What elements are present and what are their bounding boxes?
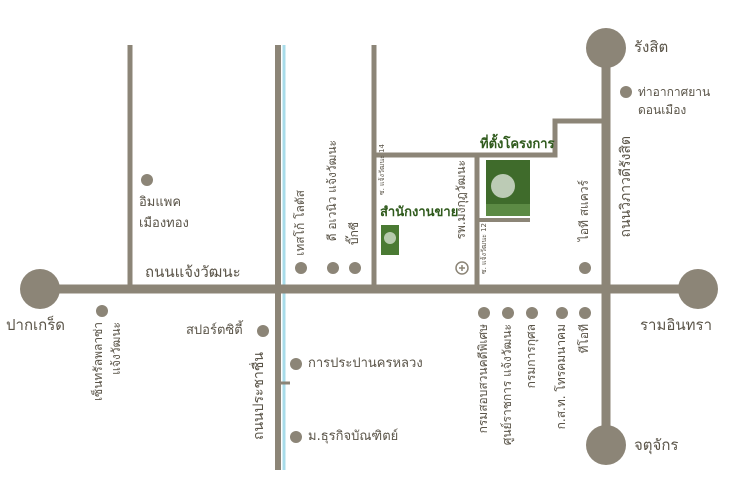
ram-inthra-label: รามอินทรา <box>640 316 712 334</box>
govt-center-label: ศูนย์ราชการ แจ้งวัฒนะ <box>500 324 514 446</box>
sport-city-label: สปอร์ตซิตี้ <box>186 323 243 338</box>
impact-dot <box>141 174 153 186</box>
tot-dot <box>556 307 568 319</box>
vibhavadi-road-label: ถนนวิภาวดีรังสิต <box>618 136 634 238</box>
don-mueang-label-1: ท่าอากาศยาน <box>638 85 711 99</box>
pak-kret-marker <box>20 269 60 309</box>
hospital-icon <box>455 261 469 275</box>
road-connector <box>374 118 606 158</box>
don-mueang-label-2: ดอนเมือง <box>638 103 687 117</box>
tot-label: ก.ส.ท. โทรคมนาคม <box>554 324 568 430</box>
hospital-label: รพ.มงกุฎวัฒนะ <box>454 160 468 240</box>
rangsit-label: รังสิต <box>634 38 669 56</box>
tesco-label: เทสโก้ โลตัส <box>293 190 307 256</box>
don-mueang-dot <box>620 86 632 98</box>
project-site-base <box>486 204 530 216</box>
chatuchak-label: จตุจักร <box>634 436 679 454</box>
big-c-label: บิ๊กซี <box>347 222 361 246</box>
govt-center-dot <box>502 307 514 319</box>
tot2-dot <box>579 307 591 319</box>
dpu-dot <box>290 431 302 443</box>
it-square-label: ไอที สแควร์ <box>577 180 591 242</box>
pea-dot <box>290 358 302 370</box>
tot2-label: ทีโอที <box>577 324 591 354</box>
dsi-dot <box>478 307 490 319</box>
project-site-highlight <box>491 174 515 198</box>
d-avenue-label: ดี อเวนิว แจ้งวัฒนะ <box>325 140 339 242</box>
impact-label-1: อิมแพค <box>139 195 182 210</box>
sales-office-label: สำนักงานขาย <box>380 205 459 220</box>
tesco-dot <box>295 262 307 274</box>
sport-city-dot <box>257 325 269 337</box>
big-c-dot <box>349 262 361 274</box>
chaeng-watthana-road-label: ถนนแจ้งวัฒนะ <box>145 263 241 281</box>
rangsit-marker <box>586 28 626 68</box>
pea-label: การประปานครหลวง <box>308 356 423 371</box>
ram-inthra-marker <box>678 269 718 309</box>
prachachuen-road-label: ถนนประชาชื่น <box>251 352 267 440</box>
soi12-label: ซ. แจ้งวัฒนะ 12 <box>480 223 488 275</box>
krungthai-dot <box>526 307 538 319</box>
central-dot <box>96 305 108 317</box>
chatuchak-marker <box>586 425 626 465</box>
central-label-1: เซ็นทรัลพลาซ่า <box>91 322 105 402</box>
it-square-dot <box>579 262 591 274</box>
soi14-label: ซ. แจ้งวัฒนะ 14 <box>378 144 386 196</box>
d-avenue-dot <box>327 262 339 274</box>
dpu-label: ม.ธุรกิจบัณฑิตย์ <box>308 429 399 444</box>
impact-label-2: เมืองทอง <box>139 216 189 231</box>
sales-office-highlight <box>384 232 396 244</box>
central-label-2: แจ้งวัฒนะ <box>109 322 123 375</box>
dsi-label: กรมสอบสวนคดีพิเศษ <box>476 324 490 434</box>
project-site-label: ที่ตั้งโครงการ <box>480 137 555 152</box>
krungthai-label: กรมการกุศล <box>524 324 538 389</box>
pak-kret-label: ปากเกร็ด <box>6 316 66 334</box>
